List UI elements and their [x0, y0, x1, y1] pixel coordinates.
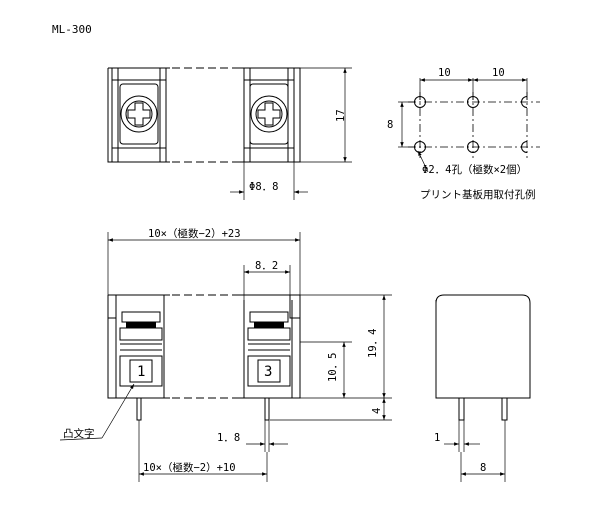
hole-note: Φ2．4孔（極数×2個）: [422, 163, 527, 176]
pcb-hole-layout: 10 10 8 Φ2．4孔（極数×2個） プリント基板用取付孔例: [387, 67, 540, 201]
top-view: 17 Φ8．8: [107, 67, 352, 200]
dim-pitch-17: 17: [335, 109, 347, 122]
pcb-hole: [467, 141, 479, 153]
screw-head-icon: [119, 83, 159, 145]
terminal-number-box: [257, 359, 281, 383]
pcb-hole: [521, 141, 528, 153]
dim-body-height: 19．4: [367, 329, 379, 358]
dim-pin-width: 1．8: [217, 432, 240, 444]
terminal-number-box: [129, 359, 153, 383]
pin: [501, 397, 508, 421]
pcb-hole: [521, 96, 528, 108]
pin: [458, 397, 465, 421]
dim-pcb-pitch-1: 10: [438, 67, 451, 79]
pin: [264, 397, 270, 421]
dim-side-pitch: 8: [480, 462, 486, 474]
pcb-caption: プリント基板用取付孔例: [420, 188, 536, 201]
label-embossed-text: 凸文字: [63, 427, 95, 440]
pin: [136, 397, 142, 421]
dim-pcb-pitch-2: 10: [492, 67, 505, 79]
dim-pin-span: 10×（極数−2）+10: [143, 461, 236, 474]
drawing-title: ML-300: [52, 23, 92, 36]
front-view: 10×（極数−2）+23 8．2 1: [59, 227, 392, 482]
dim-pcb-row: 8: [387, 119, 393, 131]
terminal-3-label: 3: [264, 364, 272, 380]
dim-screw-height: 10．5: [327, 353, 339, 382]
terminal-1: 1: [119, 311, 163, 387]
terminal-3: 3: [247, 311, 291, 387]
side-view: 1 8: [434, 294, 531, 482]
dim-side-pin: 1: [434, 432, 440, 444]
pcb-hole: [414, 96, 426, 108]
terminal-1-label: 1: [137, 364, 145, 380]
dim-terminal-width: 8．2: [255, 260, 278, 272]
pcb-hole: [467, 96, 479, 108]
dim-total-length: 10×（極数−2）+23: [148, 227, 241, 240]
screw-head-icon: [249, 83, 289, 145]
dim-hole-diameter: Φ8．8: [249, 181, 278, 193]
dim-pin-length: 4: [371, 408, 383, 414]
